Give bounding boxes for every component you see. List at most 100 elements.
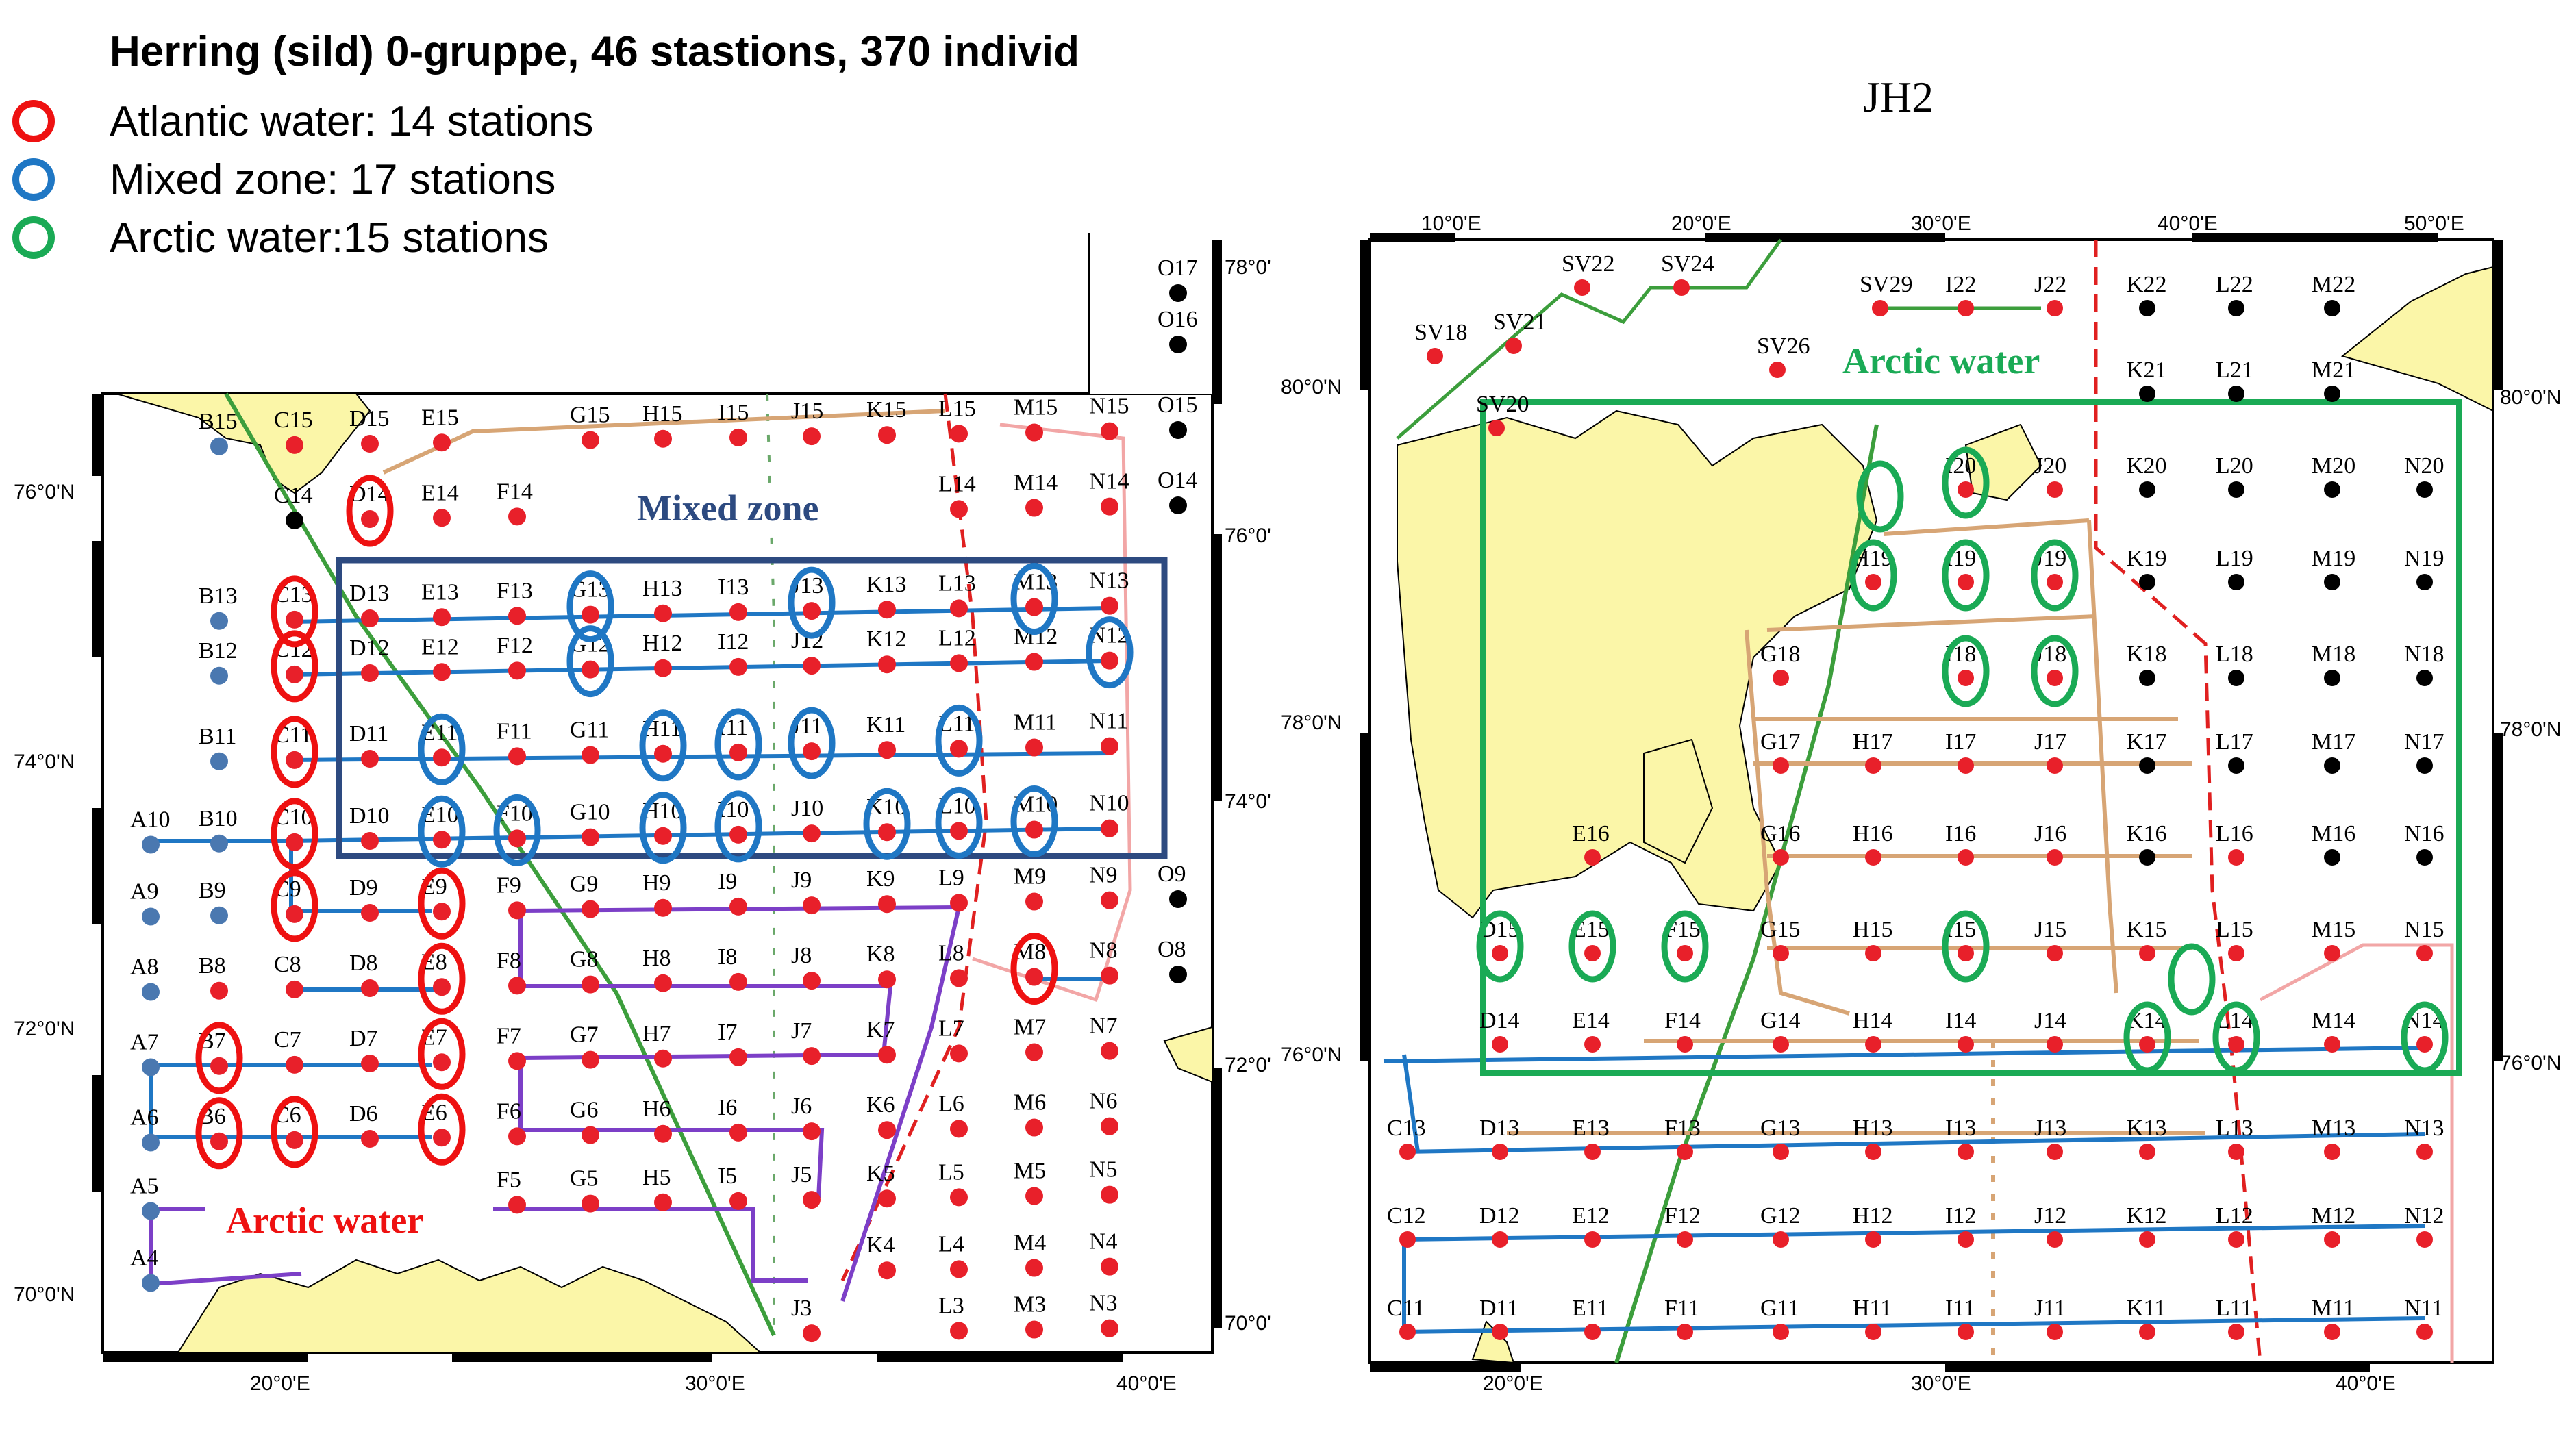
station-dot: [803, 824, 821, 843]
station-dot: [210, 612, 228, 630]
station-dot: [878, 1261, 896, 1280]
station-label: J3: [791, 1296, 812, 1321]
station-dot: [2228, 1036, 2244, 1053]
station-dot: [803, 742, 821, 761]
station-dot: [582, 746, 599, 764]
station-label: E14: [421, 480, 459, 505]
station-label: J20: [2034, 453, 2066, 479]
station-dot: [142, 1133, 160, 1152]
arctic-marker-ring: [2123, 1001, 2171, 1074]
station-label: I6: [718, 1095, 737, 1120]
mixed-marker-ring: [639, 792, 687, 864]
land-svalbard-south: [116, 393, 371, 494]
station-label: M11: [1014, 710, 1057, 735]
station-dot: [2047, 1036, 2063, 1053]
green-front-line: [224, 392, 776, 1337]
station-dot: [361, 435, 379, 453]
lat-tick-right: 78°0': [1225, 256, 1271, 279]
station-dot: [1584, 1231, 1601, 1248]
station-label: G9: [570, 872, 599, 897]
arctic-water-label-right: Arctic water: [1842, 340, 2040, 381]
station-dot: [1169, 496, 1187, 514]
station-dot: [654, 659, 672, 677]
station-dot: [729, 972, 747, 991]
station-dot: [2139, 574, 2155, 590]
station-dot: [2139, 1324, 2155, 1340]
arctic-marker-ring: [2031, 635, 2079, 707]
station-dot: [2324, 849, 2340, 866]
station-dot: [2416, 945, 2433, 961]
lon-tick: 30°0'E: [1911, 212, 1971, 235]
station-label: G8: [570, 947, 599, 972]
station-dot: [361, 1055, 379, 1073]
station-dot: [1169, 420, 1187, 439]
station-dot: [1025, 1320, 1043, 1339]
station-label: N13: [2404, 1116, 2444, 1141]
legend-label-arctic: Arctic water:15 stations: [110, 214, 549, 262]
station-label: O15: [1158, 392, 1198, 418]
station-dot: [729, 657, 747, 676]
station-label: K5: [866, 1161, 895, 1186]
station-dot: [210, 906, 228, 924]
station-label: E12: [421, 634, 459, 659]
station-dot: [1773, 1144, 1789, 1160]
station-label: SV18: [1414, 320, 1467, 345]
arctic-marker-ring: [1942, 539, 1990, 612]
station-dot: [2228, 1144, 2244, 1160]
station-label: D6: [349, 1101, 378, 1126]
mixed-marker-ring: [493, 794, 541, 866]
station-dot: [1584, 1144, 1601, 1160]
station-label: M13: [2312, 1116, 2355, 1141]
station-dot: [582, 660, 599, 679]
station-label: L18: [2216, 642, 2253, 667]
station-label: M14: [2312, 1008, 2355, 1033]
station-dot: [508, 1052, 526, 1070]
station-label: M6: [1014, 1090, 1046, 1116]
station-dot: [2228, 757, 2244, 774]
station-label: J7: [791, 1018, 812, 1044]
station-dot: [1865, 849, 1881, 866]
station-label: N12: [2404, 1203, 2444, 1228]
station-dot: [729, 1192, 747, 1210]
station-label: C13: [1387, 1116, 1426, 1141]
frame-tick: [92, 394, 103, 476]
station-dot: [2324, 1036, 2340, 1053]
station-dot: [729, 1048, 747, 1066]
mixed-marker-ring: [566, 570, 614, 643]
atlantic-marker-ring: [418, 1018, 466, 1090]
station-label: SV24: [1661, 251, 1714, 277]
station-dot: [803, 657, 821, 675]
tan-transects: [1507, 518, 2205, 1363]
station-label: M18: [2312, 642, 2355, 667]
station-dot: [210, 981, 228, 1000]
station-label: N10: [1089, 791, 1129, 816]
arctic-marker-ring: [1849, 539, 1897, 612]
station-dot: [2416, 670, 2433, 686]
station-label: M4: [1014, 1231, 1046, 1256]
station-label: F11: [497, 718, 532, 744]
station-dot: [210, 834, 228, 853]
station-dot: [2416, 849, 2433, 866]
station-label: F12: [1664, 1203, 1701, 1228]
station-label: SV21: [1493, 310, 1546, 335]
station-dot: [508, 747, 526, 766]
station-label: L15: [938, 396, 976, 421]
station-dot: [1574, 279, 1590, 296]
station-label: F13: [1664, 1116, 1701, 1141]
lat-tick-right: 76°0'N: [2500, 1052, 2561, 1074]
station-label: O17: [1158, 255, 1198, 281]
station-dot: [1169, 335, 1187, 353]
station-dot: [1958, 1036, 1974, 1053]
legend-label-mixed: Mixed zone: 17 stations: [110, 156, 556, 203]
station-label: B9: [199, 878, 226, 903]
station-dot: [2139, 945, 2155, 961]
station-dot: [803, 602, 821, 620]
station-label: J5: [791, 1162, 812, 1187]
station-label: A5: [130, 1173, 159, 1198]
station-label: L11: [2216, 1296, 2253, 1321]
station-label: F8: [497, 948, 521, 973]
station-label: M12: [2312, 1203, 2355, 1228]
station-label: M3: [1014, 1292, 1046, 1318]
station-dot: [433, 509, 451, 527]
